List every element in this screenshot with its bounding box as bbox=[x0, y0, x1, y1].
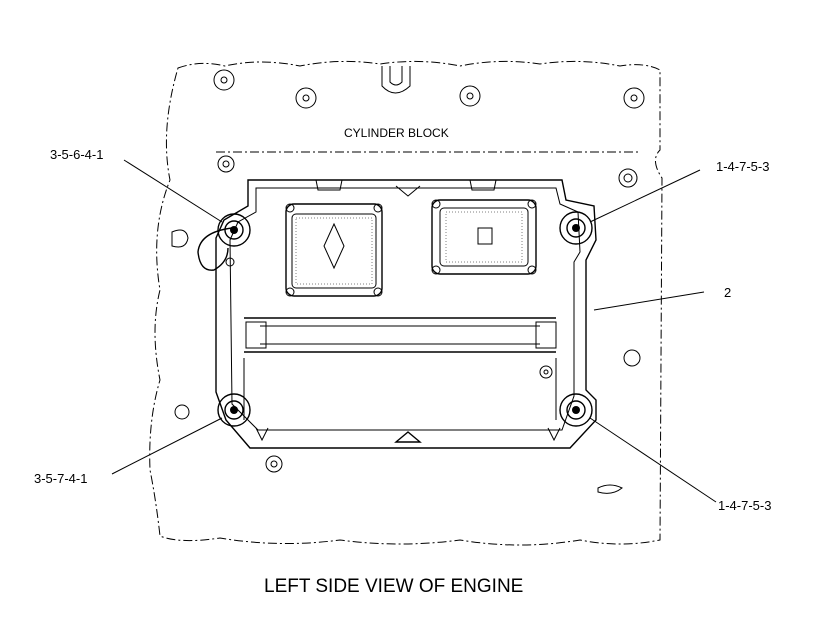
mounting-bolt-bottom-left bbox=[217, 393, 251, 427]
diagram-caption: LEFT SIDE VIEW OF ENGINE bbox=[264, 576, 523, 597]
cylinder-block-label: CYLINDER BLOCK bbox=[344, 126, 449, 140]
callout-right: 2 bbox=[724, 285, 731, 300]
callout-top-left: 3-5-6-4-1 bbox=[50, 147, 103, 162]
callout-top-right: 1-4-7-5-3 bbox=[716, 159, 769, 174]
leader-lines bbox=[111, 159, 717, 503]
mounting-bolt-top-right bbox=[559, 211, 593, 245]
cylinder-block-outline bbox=[149, 60, 663, 546]
ecm-housing bbox=[215, 179, 597, 449]
connector-pin-grid-1 bbox=[295, 217, 373, 285]
callout-bottom-left: 3-5-7-4-1 bbox=[34, 471, 87, 486]
mounting-bolt-bottom-right bbox=[559, 393, 593, 427]
mounting-bolt-top-left bbox=[217, 213, 251, 247]
callout-bottom-right: 1-4-7-5-3 bbox=[718, 498, 771, 513]
